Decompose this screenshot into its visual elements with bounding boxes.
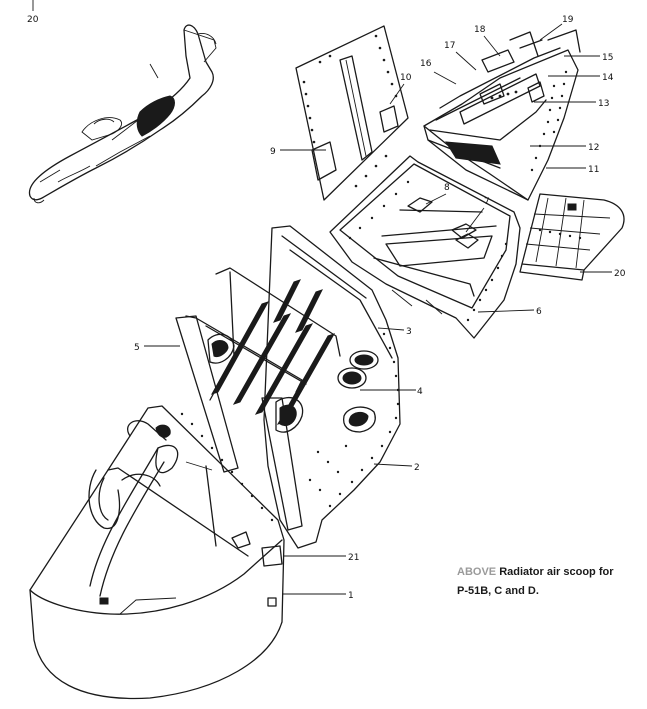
callout-4: 4 bbox=[417, 387, 423, 397]
aircraft-locator-sketch bbox=[28, 24, 217, 204]
parts-6-8-middle-duct bbox=[329, 155, 521, 339]
figure-caption: ABOVE Radiator air scoop for P-51B, C an… bbox=[457, 563, 617, 601]
callout-15: 15 bbox=[602, 53, 613, 63]
callout-16: 16 bbox=[420, 59, 432, 69]
callout-12: 12 bbox=[588, 143, 599, 153]
callout-1: 1 bbox=[348, 591, 354, 601]
caption-text: Radiator air scoop for P-51B, C and D. bbox=[457, 566, 614, 597]
callout-6: 6 bbox=[536, 307, 542, 317]
callout-3: 3 bbox=[406, 327, 412, 337]
callout-2: 2 bbox=[414, 463, 420, 473]
callout-18: 18 bbox=[474, 25, 486, 35]
callout-5: 5 bbox=[134, 343, 140, 353]
callout-21: 21 bbox=[348, 553, 359, 563]
caption-keyword: ABOVE bbox=[457, 566, 497, 578]
callout-8: 8 bbox=[444, 183, 450, 193]
top-reference-label: 20 bbox=[27, 0, 39, 25]
callout-14: 14 bbox=[602, 73, 614, 83]
callout-9: 9 bbox=[270, 147, 276, 157]
parts-11-19-upper-duct bbox=[423, 29, 581, 201]
callout-10: 10 bbox=[400, 73, 412, 83]
callout-19: 19 bbox=[562, 15, 574, 25]
leader-lines bbox=[144, 23, 612, 595]
callout-11: 11 bbox=[588, 165, 599, 175]
callout-20-top: 20 bbox=[27, 15, 39, 25]
callout-17: 17 bbox=[444, 41, 455, 51]
part-9-side-panel bbox=[295, 25, 409, 201]
callout-numbers: 1 2 3 4 5 6 7 8 9 10 11 12 13 14 15 16 1… bbox=[134, 15, 626, 601]
callout-20: 20 bbox=[614, 269, 626, 279]
part-1-front-scoop bbox=[29, 405, 285, 700]
parts-2-4-duct-body bbox=[175, 225, 401, 549]
callout-13: 13 bbox=[598, 99, 609, 109]
callout-7: 7 bbox=[484, 197, 490, 207]
part-20-lower-panel bbox=[519, 193, 625, 281]
